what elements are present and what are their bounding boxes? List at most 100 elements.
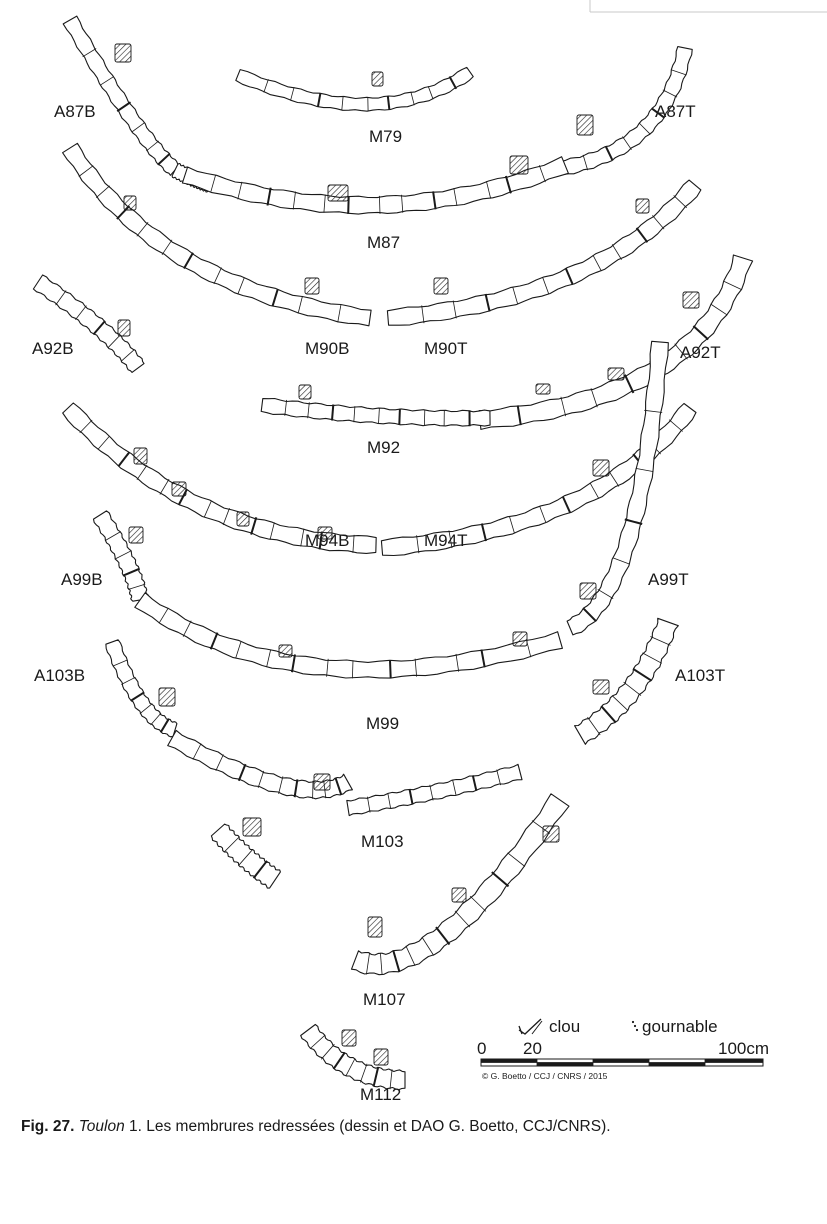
timber-joint (650, 636, 671, 646)
cross-section (317, 526, 333, 540)
timber-joint (307, 402, 310, 419)
timber-joint (347, 195, 350, 214)
timber-joint (623, 681, 642, 696)
timber-joint (237, 181, 243, 200)
timber-joint (401, 194, 404, 213)
timber-joint (486, 181, 492, 199)
timber-a103t (574, 617, 679, 745)
timber-joint (632, 667, 653, 682)
timber-joint (484, 293, 491, 312)
timber-joint (310, 1034, 326, 1049)
timber-joint (448, 530, 453, 549)
timber-joint (104, 531, 121, 541)
timber-joint (323, 194, 326, 213)
timber-joint (432, 191, 437, 210)
timber-joint (367, 796, 371, 813)
timber-joint (642, 652, 662, 664)
timber-joint (587, 716, 601, 736)
timber-joint (538, 165, 546, 183)
timber-joint (150, 712, 162, 726)
timber-joint (112, 659, 128, 667)
timber-joint (710, 303, 728, 316)
cross-section (158, 687, 176, 707)
timber-joint (662, 89, 678, 98)
timber-joint (97, 435, 110, 450)
timber-joint (345, 1058, 356, 1077)
timber-joint (341, 96, 344, 111)
timber-joint (509, 516, 515, 534)
timber-joint (405, 945, 416, 966)
timber-joint (75, 305, 87, 321)
timber-joint (427, 86, 434, 100)
legend-treenail-label: gournable (642, 1017, 718, 1036)
timber-joint (611, 244, 622, 260)
timber-joint (389, 660, 392, 679)
timber-joint (453, 188, 458, 206)
timber-joint (452, 300, 457, 319)
timber-joint (608, 471, 620, 487)
timber-joint (136, 464, 148, 481)
timber-joint (644, 409, 663, 413)
timber-joint (297, 295, 303, 314)
label-a103b: A103B (34, 666, 86, 685)
timber-joint (652, 215, 665, 230)
cross-section (682, 291, 700, 309)
cross-section (123, 195, 137, 211)
timber-joint (435, 926, 451, 946)
timber-joint (380, 952, 383, 975)
cross-section (607, 367, 625, 381)
timber-joint (504, 175, 512, 194)
cross-section (242, 817, 262, 837)
timber-joint (668, 419, 683, 432)
timber-a103-lower (210, 823, 281, 889)
label-a87b: A87B (54, 102, 96, 121)
label-a92t: A92T (680, 343, 721, 362)
timber-joint (416, 535, 420, 554)
timber-joint (238, 848, 254, 866)
timber-joint (454, 910, 471, 928)
cross-section (278, 644, 293, 658)
cross-section (371, 71, 384, 87)
label-m90b: M90B (305, 339, 350, 358)
timber-joint (210, 174, 216, 193)
timber-joint (157, 152, 171, 166)
timber-joint (127, 583, 146, 590)
timber-joint (389, 1069, 393, 1090)
timber-joint (209, 632, 219, 650)
scale-tick-20: 20 (523, 1039, 542, 1058)
cross-section (433, 277, 449, 295)
timber-joint (278, 776, 284, 794)
timber-joint (410, 91, 415, 106)
timber-joint (237, 763, 247, 782)
timber-joint (448, 76, 458, 90)
timber-joint (332, 1051, 346, 1070)
label-m79: M79 (369, 127, 403, 146)
cross-section (133, 447, 148, 465)
timber-joint (257, 770, 265, 789)
cross-section (512, 631, 528, 647)
cross-section (236, 511, 250, 527)
timber-joint (266, 649, 272, 668)
timber-joint (293, 779, 299, 798)
label-m99: M99 (366, 714, 400, 733)
timber-joint (387, 793, 392, 809)
timber-joint (121, 676, 136, 685)
label-m90t: M90T (424, 339, 468, 358)
timber-joint (300, 528, 305, 547)
timber-joint (107, 334, 121, 349)
timber-joint (512, 286, 519, 305)
timber-joint (359, 1063, 368, 1083)
timber-m103b (167, 729, 353, 800)
timber-joint (560, 396, 567, 417)
cross-section (298, 384, 312, 400)
timber-joint (480, 523, 487, 542)
timber-joint (623, 374, 635, 394)
cross-section (592, 459, 610, 477)
timber-joint (320, 1043, 335, 1060)
timber-joint (372, 1066, 380, 1087)
timber-a92b (32, 274, 145, 373)
label-a92b: A92B (32, 339, 74, 358)
timber-joint (79, 419, 93, 434)
